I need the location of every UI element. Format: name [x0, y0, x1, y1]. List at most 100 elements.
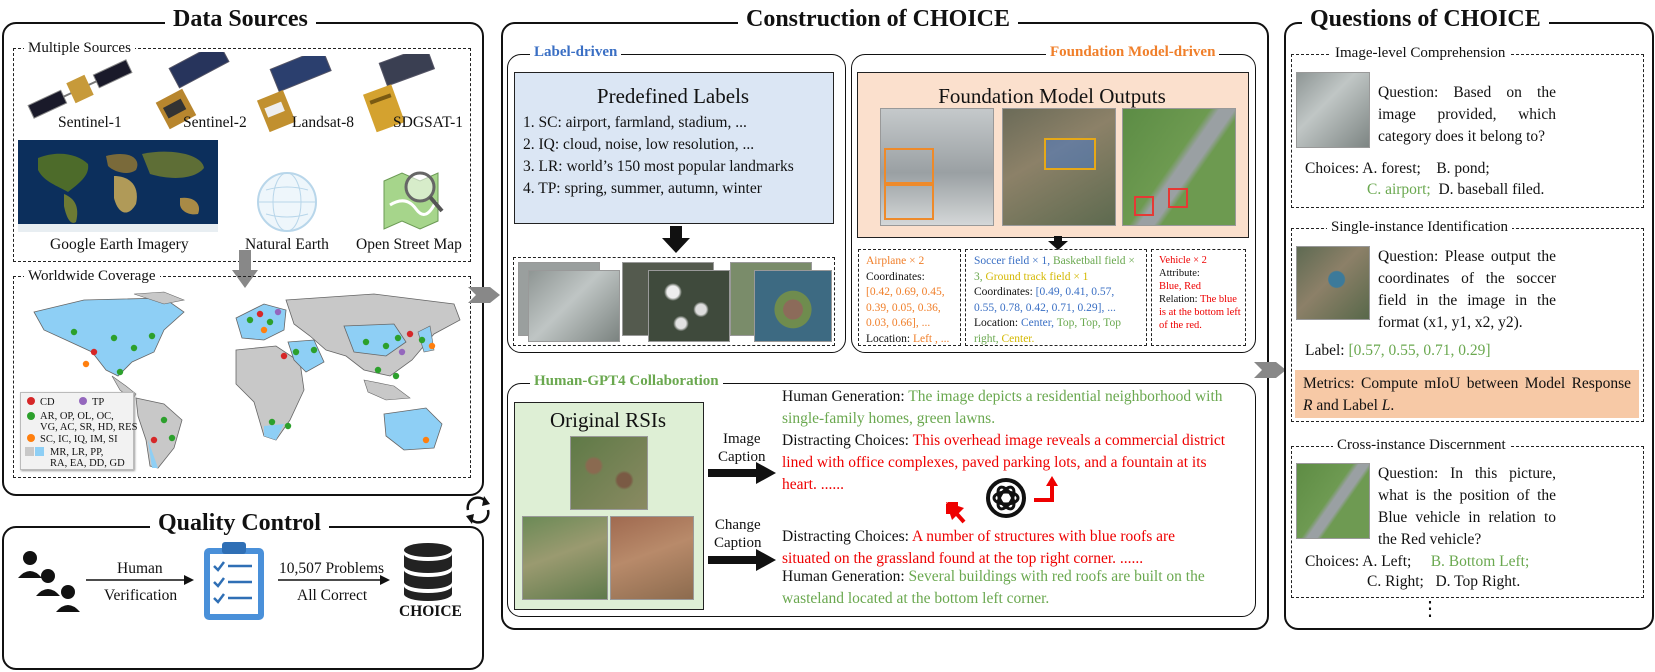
coords-label: Coordinates: [974, 286, 1033, 298]
soccer-field-bbox [1044, 138, 1096, 170]
q1-question: Question: Based on the image provided, w… [1378, 84, 1556, 145]
sdgsat-1-label: SDGSAT-1 [393, 114, 464, 131]
q1-choice-d: D. baseball filed. [1438, 181, 1545, 198]
landsat-8-label: Landsat-8 [292, 114, 354, 131]
location-label: Location: [866, 332, 911, 345]
q2-question: Question: Please output the coordinates … [1378, 248, 1556, 331]
q2-label-value: [0.57, 0.55, 0.71, 0.29] [1348, 342, 1491, 359]
predefined-labels-title: Predefined Labels [596, 84, 750, 108]
q1-choice-c: C. airport; [1367, 181, 1431, 198]
flow-arrow-icon [468, 287, 500, 303]
image-caption-line1: Image [723, 431, 761, 447]
original-rsis-title: Original RSIs [549, 408, 667, 432]
label-sample-images [513, 257, 835, 346]
cloud-image [648, 270, 730, 342]
down-arrow-icon [1048, 236, 1068, 250]
database-icon [404, 543, 452, 601]
airplane-bbox-2 [884, 184, 934, 220]
foundation-output-col1 [858, 249, 961, 346]
hg-text-2: Several buildings with red roofs are bui… [782, 568, 1205, 607]
dc-text-1: This overhead image reveals a commercial… [782, 432, 1226, 493]
legend-green-row1: AR, OP, OL, OC, [40, 411, 114, 422]
people-icon [18, 551, 80, 612]
soccer-head: Soccer field × 1, [974, 255, 1051, 267]
q3-choices-row1: Choices: A. Left; B. Bottom Left; [1305, 551, 1529, 573]
track-location: Center. [1001, 332, 1035, 345]
dc-text-2: A number of structures with blue roofs a… [782, 528, 1176, 567]
predefined-labels-box [514, 72, 834, 224]
vehicle-head: Vehicle × 2 [1159, 255, 1207, 266]
q1-choices-row2: C. airport; D. baseball filed. [1367, 179, 1544, 201]
world-map [33, 291, 461, 469]
human-generation-2: Human Generation: Several buildings with… [782, 566, 1222, 610]
foundation-output-col3 [1151, 249, 1246, 346]
natural-earth-globe-icon [257, 172, 317, 232]
problems-count-label: 10,507 Problems [279, 560, 385, 577]
distracting-choices-1: Distracting Choices: This overhead image… [782, 430, 1238, 496]
vehicle-attribute: Blue, Red [1159, 281, 1201, 292]
human-label: Human [117, 560, 163, 577]
worldwide-coverage-box [13, 276, 471, 478]
label-driven-title: Label-driven [530, 44, 622, 61]
right-arrow-icon [708, 549, 776, 571]
more-questions-ellipsis: ⋮ [1420, 598, 1440, 620]
human-generation-1: Human Generation: The image depicts a re… [782, 386, 1238, 430]
airplane-coords: [0.42, 0.69, 0.45, 0.39, 0.05, 0.36, 0.0… [866, 286, 945, 329]
legend-tp: TP [92, 397, 105, 408]
choice-database-label: CHOICE [399, 603, 462, 620]
foundation-output-col2 [965, 249, 1147, 346]
foundation-model-title: Foundation Model-driven [1046, 44, 1220, 61]
location-label: Location: [974, 317, 1019, 329]
airplane-detection-image [880, 108, 994, 226]
refresh-cycle-icon [466, 496, 490, 524]
q1-choices-row1: Choices: A. forest; B. pond; [1305, 158, 1490, 180]
vehicle-relation: The blue is at the bottom left of the re… [1159, 294, 1241, 331]
map-legend [20, 392, 134, 470]
legend-cd: CD [40, 397, 55, 408]
airplane-location: Left , ... [912, 332, 950, 345]
hg-text-1: The image depicts a residential neighbor… [782, 388, 1223, 427]
q2-metrics: Metrics: Compute mIoU between Model Resp… [1295, 370, 1639, 418]
airport-question-image [1296, 72, 1370, 148]
q3-choice-c: C. Right; [1367, 573, 1424, 590]
q1-choice-a: Choices: A. forest; [1305, 160, 1421, 177]
airplane-bbox-1 [884, 148, 934, 184]
q1-choice-b: B. pond; [1436, 160, 1490, 177]
flow-arrow-icon [1254, 362, 1286, 378]
change-caption-line1: Change [714, 517, 761, 533]
cross-instance-title: Cross-instance Discernment [1333, 437, 1510, 454]
vehicle-bbox-blue [1134, 196, 1154, 216]
foundation-outputs-title: Foundation Model Outputs [938, 84, 1166, 108]
google-earth-label: Google Earth Imagery [50, 236, 189, 253]
all-correct-label: All Correct [297, 587, 368, 604]
legend-orange-row: SC, IC, IQ, IM, SI [40, 434, 118, 445]
change-caption-line2: Caption [714, 535, 762, 551]
legend-green-row2: VG, AC, SR, HD, RES [40, 422, 138, 433]
airport-image [528, 270, 620, 342]
attribute-label: Attribute: [1159, 268, 1200, 279]
vehicle-output: Vehicle × 2 Attribute: Blue, Red Relatio… [1159, 254, 1243, 332]
basketball-location: Top, Top, Top [1056, 317, 1121, 329]
q3-choice-d: D. Top Right. [1435, 573, 1521, 590]
google-earth-imagery [18, 140, 218, 232]
data-sources-title: Data Sources [165, 6, 316, 33]
open-street-map-magnifier-icon [383, 171, 444, 230]
label-item-3: 3. LR: world’s 150 most popular landmark… [523, 158, 794, 175]
distracting-choices-2: Distracting Choices: A number of structu… [782, 526, 1222, 570]
q2-label: Label: [0.57, 0.55, 0.71, 0.29] [1305, 340, 1491, 362]
construction-title: Construction of CHOICE [738, 6, 1019, 33]
multiple-sources-label: Multiple Sources [24, 40, 135, 57]
natural-earth-label: Natural Earth [245, 236, 329, 253]
sdgsat-1-satellite-icon [363, 54, 436, 133]
dc-label: Distracting Choices: [782, 528, 909, 545]
soccer-location: Center, [1020, 317, 1055, 329]
label-item-4: 4. TP: spring, summer, autumn, winter [523, 180, 762, 197]
right-arrow-icon [86, 575, 194, 585]
soccer-field-output: Soccer field × 1, Basketball field × 3, … [974, 254, 1140, 347]
q3-question: Question: In this picture, what is the p… [1378, 465, 1556, 548]
human-gpt4-title: Human-GPT4 Collaboration [530, 373, 723, 390]
verification-label: Verification [104, 587, 178, 604]
residential-image [570, 436, 648, 510]
landmark-image [754, 270, 832, 342]
image-caption-line2: Caption [718, 449, 766, 465]
